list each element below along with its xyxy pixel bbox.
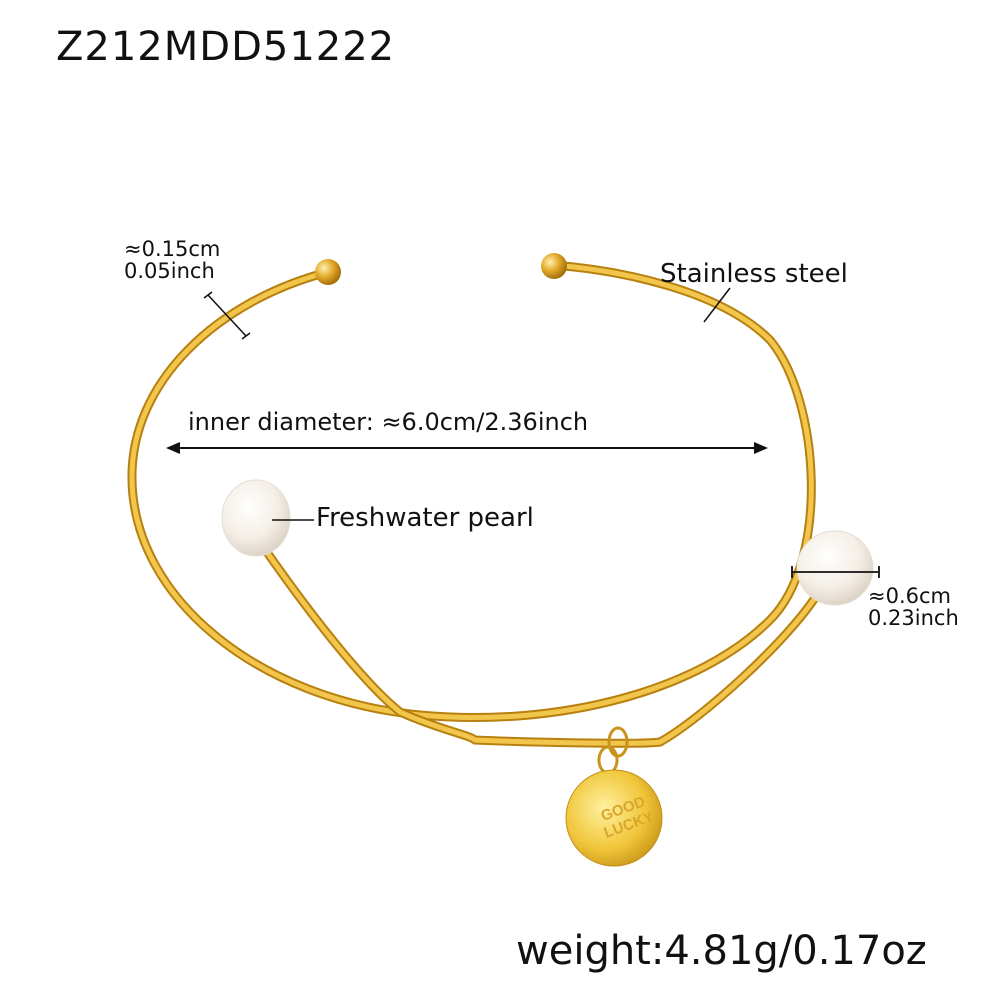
product-sku: Z212MDD51222: [56, 24, 396, 70]
diameter-arrow: [166, 442, 768, 454]
pearl-right: [796, 530, 874, 606]
wire-thickness-cm: ≈0.15cm: [124, 237, 221, 261]
pearl-size-inch: 0.23inch: [868, 606, 959, 631]
weight-label: weight:4.81g/0.17oz: [516, 928, 927, 974]
material-leader-line: [703, 287, 731, 323]
bracelet-wire: [127, 260, 825, 748]
wire-thickness-marker: [203, 291, 251, 340]
jump-ring: [597, 745, 619, 775]
pearl-left: [221, 479, 291, 557]
wire-thickness-label: ≈0.15cm 0.05inch: [124, 238, 220, 282]
pearl-label: Freshwater pearl: [316, 503, 534, 533]
charm-disc: [565, 769, 663, 867]
pearl-size-marker: [791, 566, 880, 578]
inner-diameter-label: inner diameter: ≈6.0cm/2.36inch: [188, 408, 589, 436]
ball-end-right: [541, 253, 567, 279]
ball-end-left: [315, 259, 341, 285]
material-label: Stainless steel: [660, 259, 848, 289]
pearl-size-cm: ≈0.6cm: [868, 584, 951, 608]
pearl-size-label: ≈0.6cm 0.23inch: [868, 585, 959, 629]
wire-thickness-inch: 0.05inch: [124, 259, 215, 284]
